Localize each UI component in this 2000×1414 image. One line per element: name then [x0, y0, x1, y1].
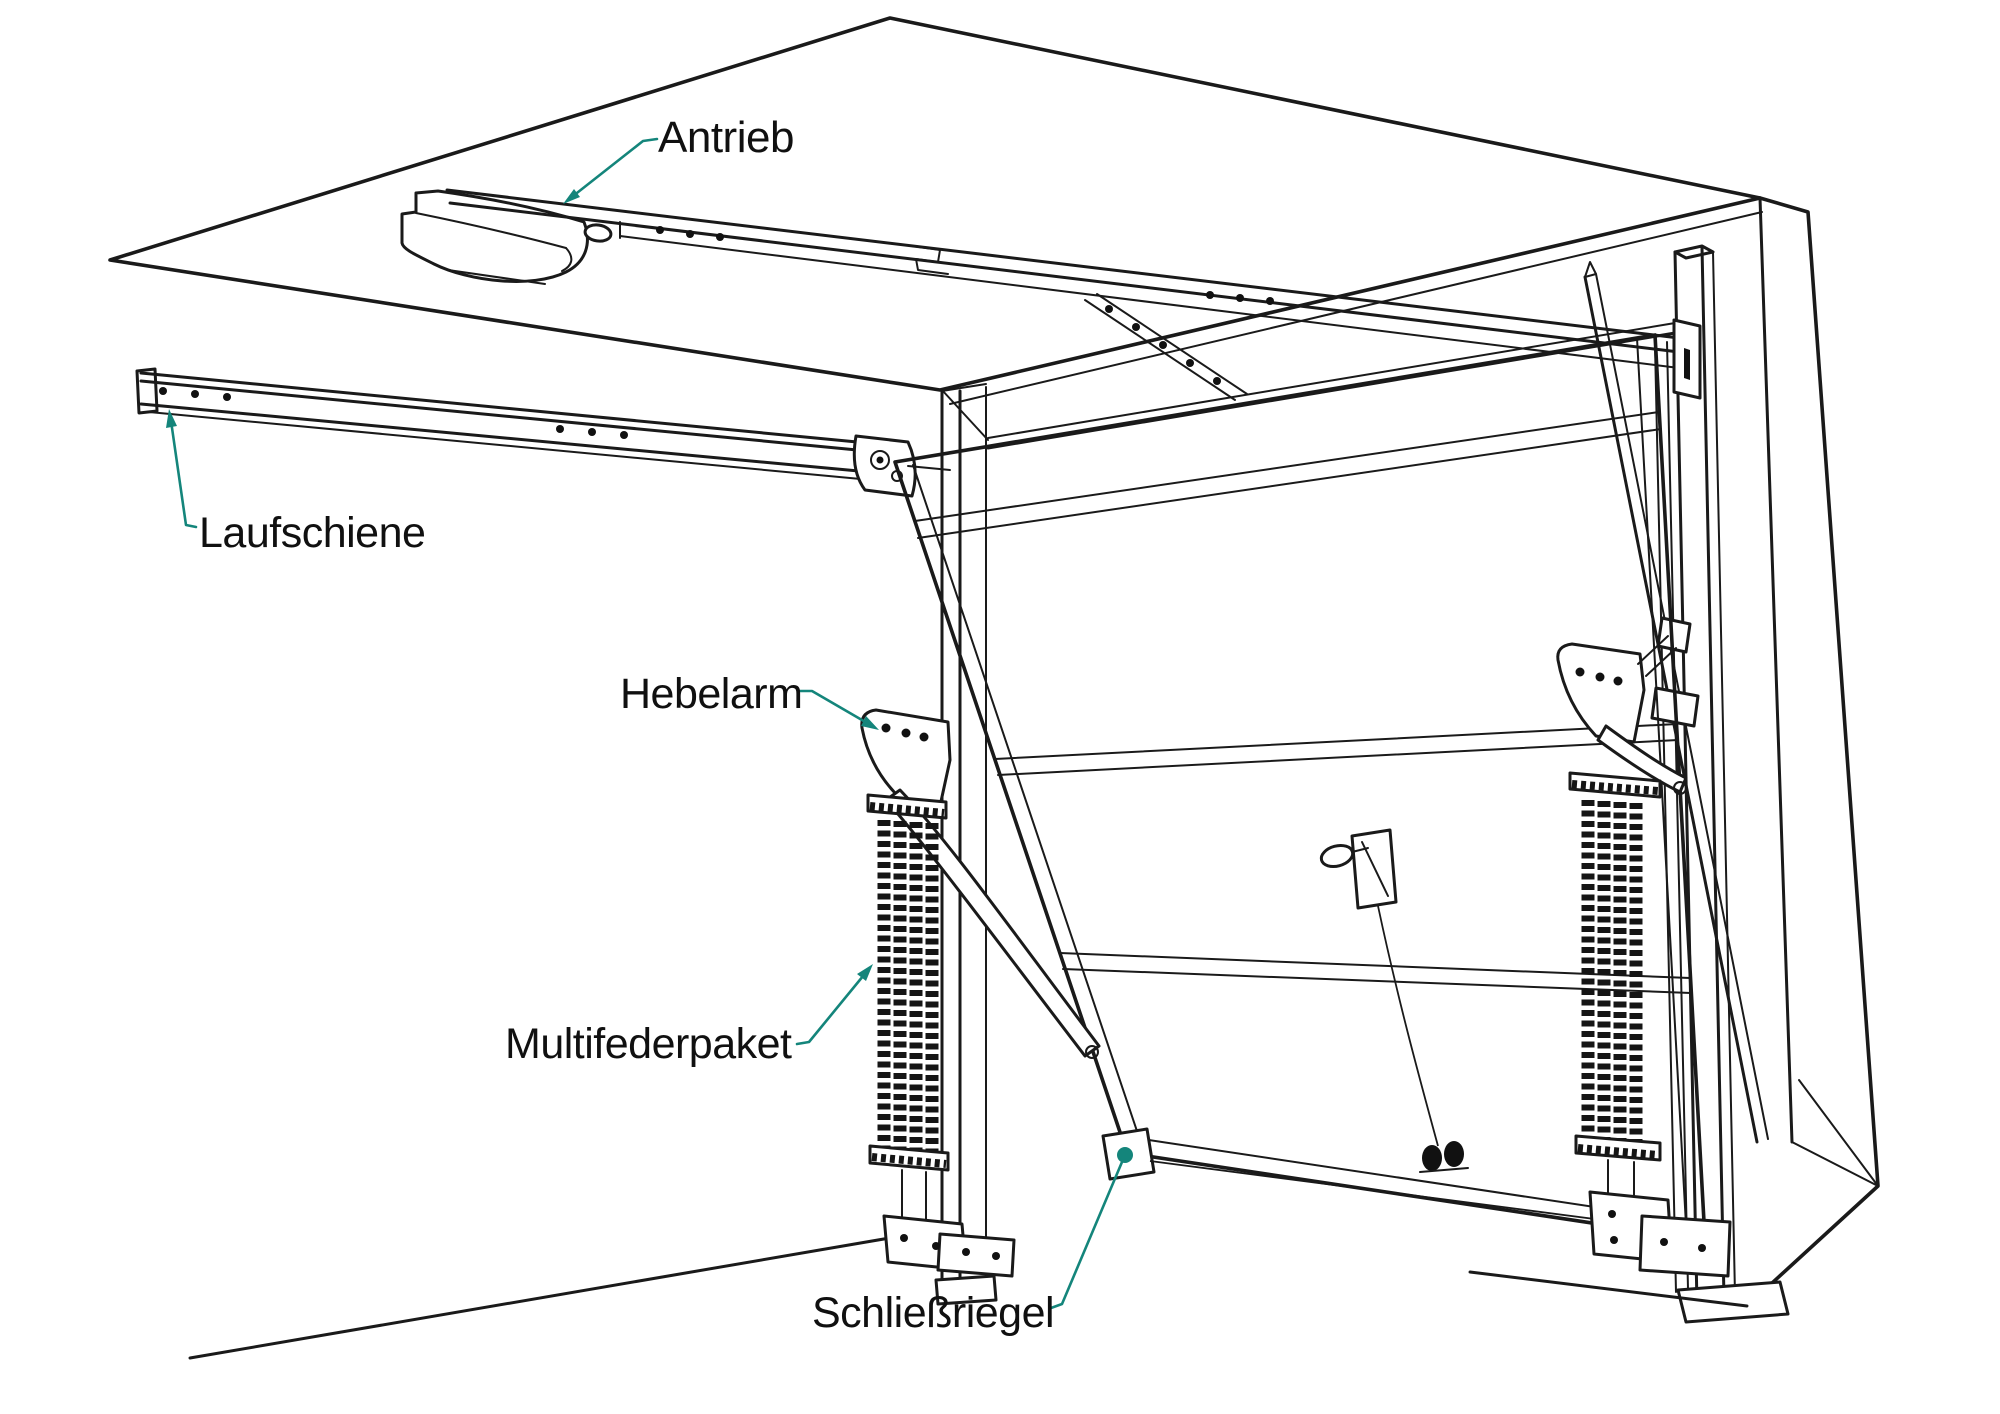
- cable-roller: [1422, 1145, 1442, 1171]
- door-arm-strap: [1084, 299, 1236, 401]
- track-pivot-bracket: [852, 434, 917, 498]
- lock-cable: [1377, 905, 1439, 1147]
- hebelarm-arrowhead: [861, 716, 879, 730]
- cable-roller: [1444, 1141, 1464, 1167]
- label-multifederpaket: Multifederpaket: [505, 1020, 792, 1068]
- callout-hebelarm: Hebelarm: [620, 670, 879, 730]
- trolley-bracket: [897, 243, 949, 275]
- schliessriegel-marker-dot: [1117, 1147, 1133, 1163]
- laufschiene-arrowhead: [166, 409, 177, 428]
- label-antrieb: Antrieb: [658, 113, 794, 162]
- label-schliessriegel: Schließriegel: [812, 1289, 1054, 1337]
- drive-boom-rail: [445, 188, 1702, 401]
- multifederpaket-leader-line: [795, 968, 870, 1046]
- spring-pack-right: [1568, 771, 1732, 1278]
- antrieb-leader-line: [566, 137, 659, 202]
- spring-pack-left: [866, 793, 1016, 1278]
- handle-ring: [1319, 843, 1355, 869]
- label-laufschiene: Laufschiene: [199, 509, 425, 557]
- callout-antrieb: Antrieb: [563, 113, 794, 204]
- schliessriegel-leader-line: [1049, 1160, 1124, 1310]
- ceiling-plane: [108, 16, 1763, 405]
- left-post-foot: [934, 1274, 998, 1306]
- callout-schliessriegel: Schließriegel: [812, 1147, 1133, 1337]
- strut-slider-block: [1656, 616, 1692, 654]
- multifederpaket-arrowhead: [857, 964, 873, 981]
- lock-cable-assembly: [1319, 828, 1469, 1173]
- callout-laufschiene: Laufschiene: [166, 409, 426, 557]
- label-hebelarm: Hebelarm: [620, 670, 802, 718]
- hebelarm-leader-line: [798, 689, 876, 729]
- right-wall: [1745, 196, 1880, 1308]
- lever-arm-right: [1556, 635, 1688, 795]
- callout-multifederpaket: Multifederpaket: [505, 964, 873, 1068]
- lintel: [941, 322, 1677, 450]
- lever-arm-left: [860, 708, 1101, 1059]
- drive-coupling: [583, 223, 613, 243]
- laufschiene-leader-line: [168, 412, 198, 529]
- track-rail-left: [135, 367, 951, 498]
- antrieb-arrowhead: [563, 189, 580, 204]
- right-post-foot: [1676, 1280, 1790, 1324]
- floor-line: [188, 1226, 1749, 1360]
